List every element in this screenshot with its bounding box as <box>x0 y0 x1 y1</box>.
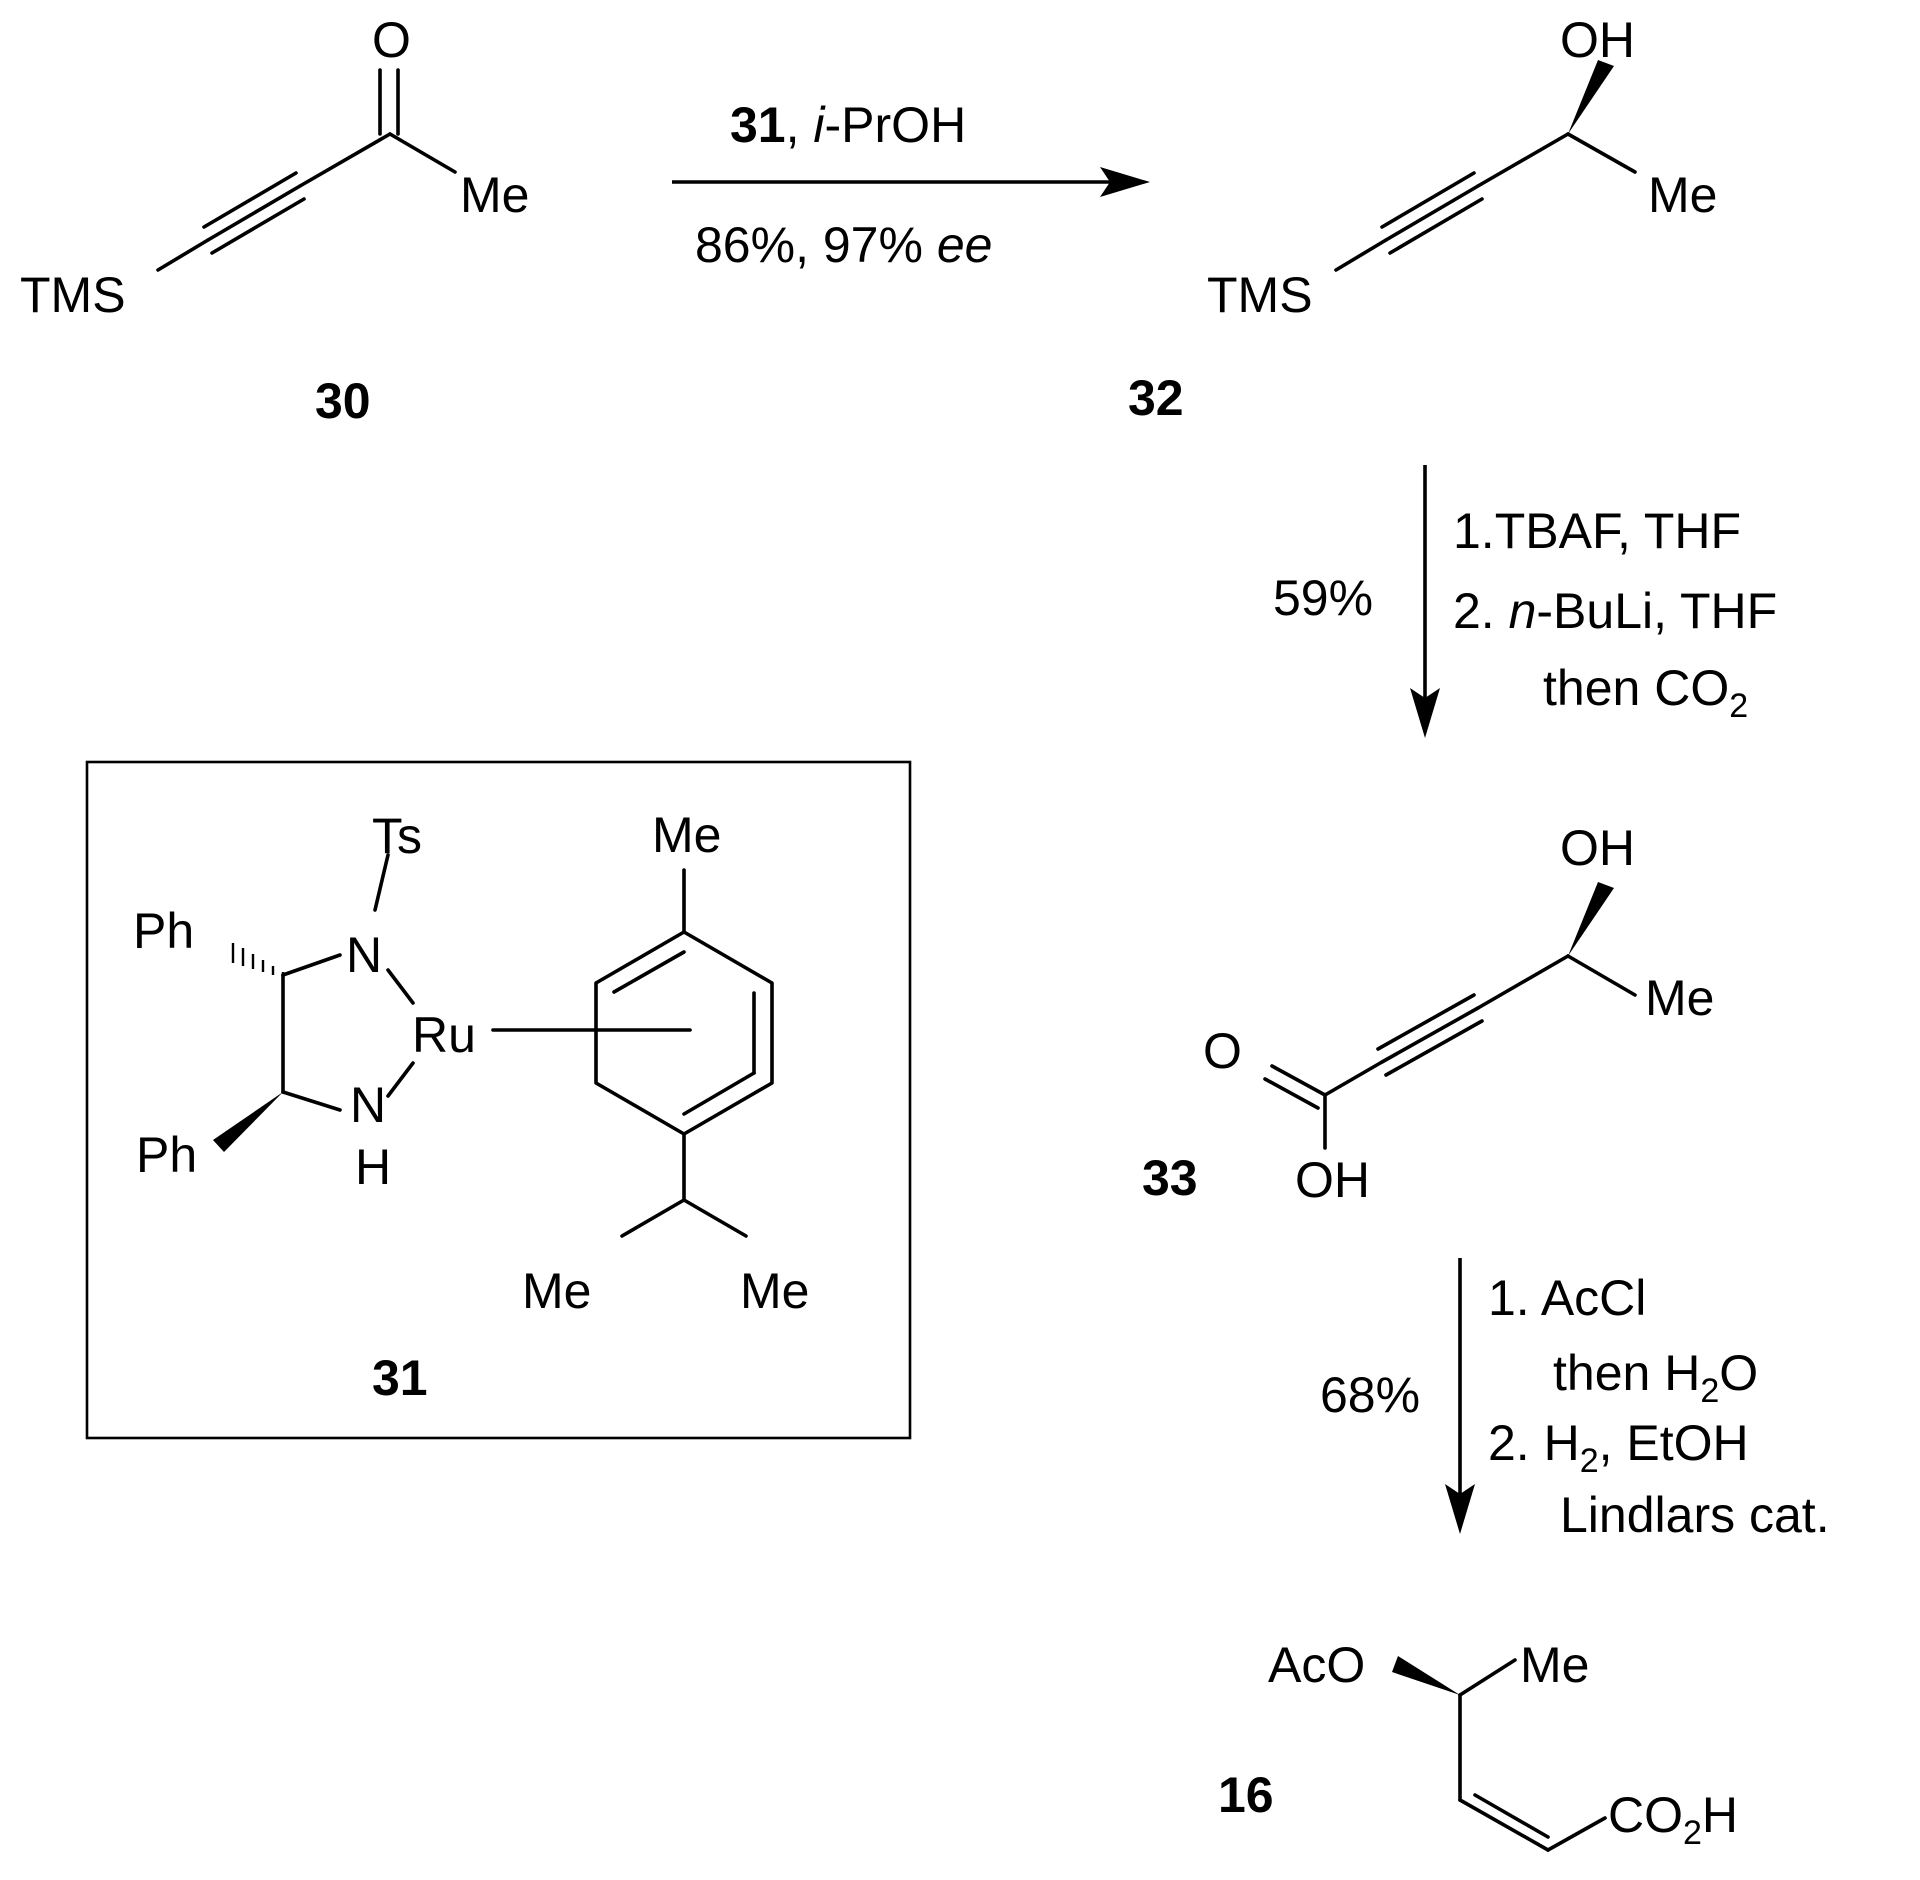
catalyst-frame <box>85 760 912 1440</box>
compound-16: AcO Me CO2H 16 <box>1218 1637 1738 1852</box>
label-16-carboxylic-acid: CO2H <box>1608 1787 1738 1852</box>
label-16-acetoxy: AcO <box>1268 1637 1365 1693</box>
label-33-methyl: Me <box>1645 970 1714 1026</box>
wedge-bond-16 <box>1392 1656 1460 1695</box>
compound-33: OH Me O OH 33 <box>1142 820 1714 1208</box>
label-30-methyl: Me <box>460 167 529 223</box>
compound-id-33: 33 <box>1142 1150 1198 1206</box>
label-32-hydroxyl: OH <box>1560 12 1635 68</box>
label-33-hydroxyl: OH <box>1560 820 1635 876</box>
label-31-nh-hydrogen: H <box>355 1139 391 1195</box>
compound-30: O Me TMS 30 <box>20 12 529 429</box>
step-2: 59% 1.TBAF, THF 2. n-BuLi, THF then CO2 <box>1273 465 1777 738</box>
label-31-methyl-left: Me <box>522 1263 591 1319</box>
step-3-line-1: 1. AcCl <box>1488 1270 1646 1326</box>
compound-id-32: 32 <box>1128 370 1184 426</box>
label-31-nitrogen-upper: N <box>346 927 382 983</box>
label-31-ts: Ts <box>372 808 422 864</box>
wedge-bond-32 <box>1568 60 1614 134</box>
step-2-line-2: 2. n-BuLi, THF <box>1453 583 1777 639</box>
step-1: 31, i-PrOH 86%, 97% ee <box>672 97 1150 273</box>
step-3-line-4: Lindlars cat. <box>1560 1487 1830 1543</box>
label-31-methyl-right: Me <box>740 1263 809 1319</box>
wedge-bond-31 <box>213 1092 283 1152</box>
compound-id-31: 31 <box>372 1350 428 1406</box>
label-33-carbonyl-oxygen: O <box>1203 1023 1242 1079</box>
label-32-methyl: Me <box>1648 167 1717 223</box>
label-16-methyl: Me <box>1520 1637 1589 1693</box>
step-2-arrowhead <box>1410 688 1440 738</box>
label-31-methyl-top: Me <box>652 807 721 863</box>
step-3-yield: 68% <box>1320 1367 1420 1423</box>
compound-id-30: 30 <box>315 373 371 429</box>
step-2-line-1: 1.TBAF, THF <box>1453 503 1741 559</box>
compound-id-16: 16 <box>1218 1767 1274 1823</box>
label-31-nitrogen-lower: N <box>350 1077 386 1133</box>
step-1-arrowhead <box>1100 167 1150 197</box>
step-1-yield: 86%, 97% ee <box>695 217 992 273</box>
step-2-yield: 59% <box>1273 570 1373 626</box>
wedge-bond-33 <box>1568 882 1614 956</box>
label-31-phenyl-lower: Ph <box>136 1127 197 1183</box>
step-3-line-2: then H2O <box>1553 1345 1758 1410</box>
catalyst-31-box: Ts Ph Ph N N H Ru Me Me Me 31 <box>85 760 912 1440</box>
step-1-reagents: 31, i-PrOH <box>730 97 966 153</box>
label-31-ruthenium: Ru <box>412 1007 476 1063</box>
compound-32: OH Me TMS 32 <box>1128 12 1717 426</box>
label-30-oxygen: O <box>372 12 411 68</box>
label-33-acid-hydroxyl: OH <box>1295 1152 1370 1208</box>
label-31-phenyl-upper: Ph <box>133 903 194 959</box>
step-3-arrowhead <box>1445 1484 1475 1534</box>
label-32-tms: TMS <box>1207 267 1313 323</box>
label-30-tms: TMS <box>20 267 126 323</box>
step-3: 68% 1. AcCl then H2O 2. H2, EtOH Lindlar… <box>1320 1258 1830 1543</box>
step-2-line-3: then CO2 <box>1543 660 1748 725</box>
step-3-line-3: 2. H2, EtOH <box>1488 1415 1749 1480</box>
hashed-bond-31 <box>231 943 285 978</box>
